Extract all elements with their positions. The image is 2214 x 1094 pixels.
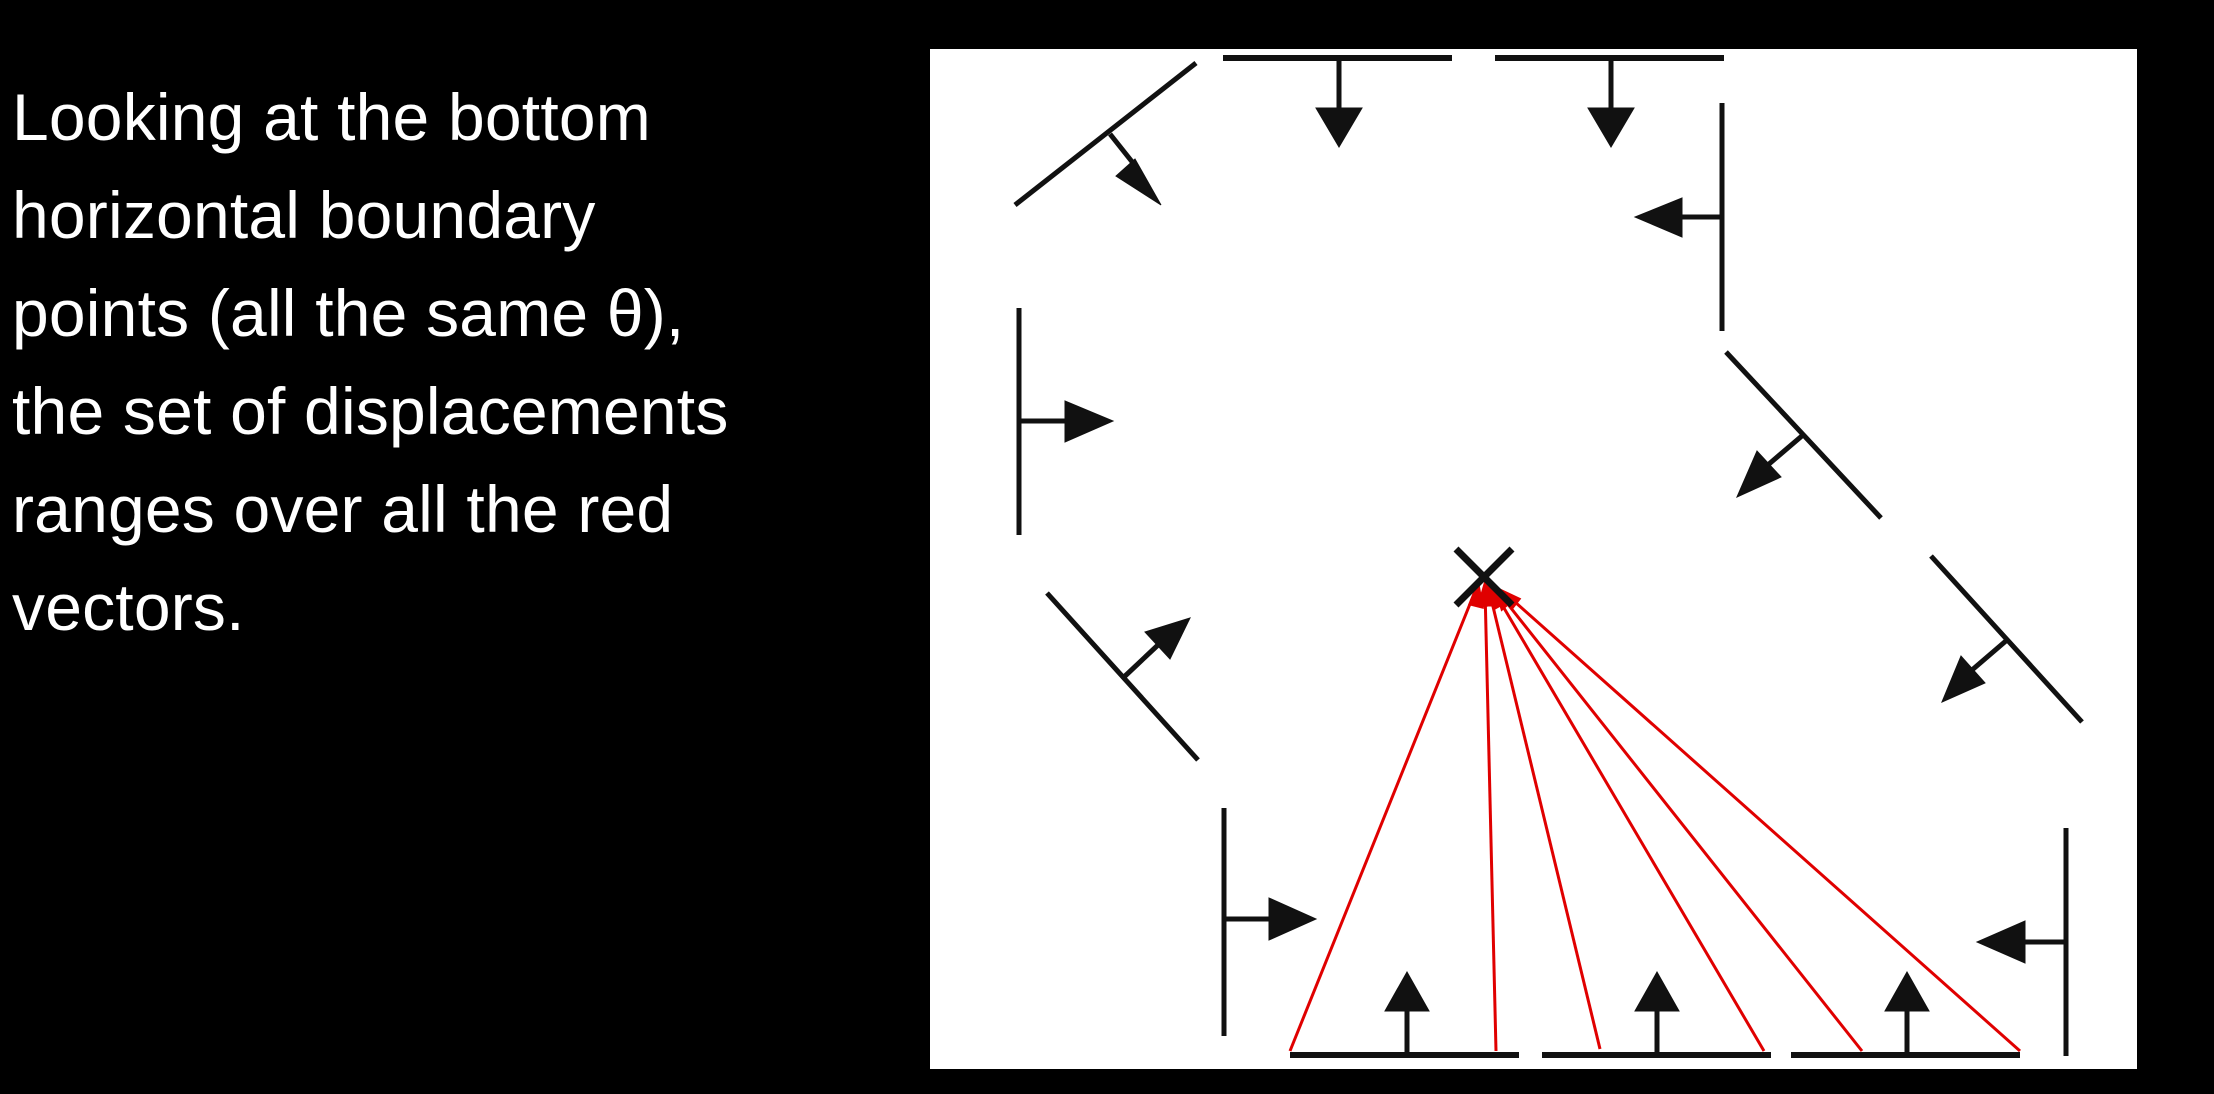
boundary-element-lower-left-vertical [1221,808,1318,1036]
boundary-element-bottom-2 [1542,970,1771,1058]
boundary-element-upper-right-vertical [1633,103,1725,331]
arrow-head [1064,400,1115,443]
arrow-head [1115,158,1162,206]
red-vector [1493,584,1864,1052]
boundary-element-lower-right-vertical [1975,828,2069,1056]
boundary-element-left-diagonal [1045,591,1200,762]
boundary-elements [1013,55,2084,1058]
arrow-head [1587,107,1635,148]
boundary-element-bottom-3 [1791,970,2020,1058]
caption-line: points (all the same θ), [12,276,685,350]
arrow-head [1975,920,2026,964]
boundary-element-right-diagonal-upper [1724,350,1883,520]
arrow-head [1268,897,1318,941]
arrow-head [1633,197,1683,238]
arrow-head [1144,617,1191,660]
boundary-element-left-vertical [1016,308,1115,535]
caption-line: the set of displacements [12,374,729,448]
red-vector [1482,580,1602,1050]
arrow-head [1315,107,1363,148]
boundary-element-top-2 [1495,55,1724,148]
boundary-element-top-1 [1223,55,1452,148]
arrow-head [1736,450,1782,498]
red-vector [1498,587,2021,1053]
boundary-element-bottom-1 [1290,970,1519,1058]
arrow-head [1884,970,1930,1012]
caption-line: horizontal boundary [12,178,596,252]
red-vector [1288,578,1484,1052]
caption-text: Looking at the bottom horizontal boundar… [12,68,872,656]
boundary-element-top-left-diagonal [1013,61,1198,207]
red-vector [1477,578,1498,1052]
caption-line: Looking at the bottom [12,80,651,154]
x-mark-icon [1453,546,1515,608]
caption-line: vectors. [12,570,245,644]
red-vector [1488,581,1766,1052]
boundary-element-right-diagonal-lower [1929,554,2084,724]
arrow-head [1384,970,1430,1012]
caption-line: ranges over all the red [12,472,674,546]
arrow-head [1941,655,1986,703]
arrow-head [1634,970,1680,1012]
